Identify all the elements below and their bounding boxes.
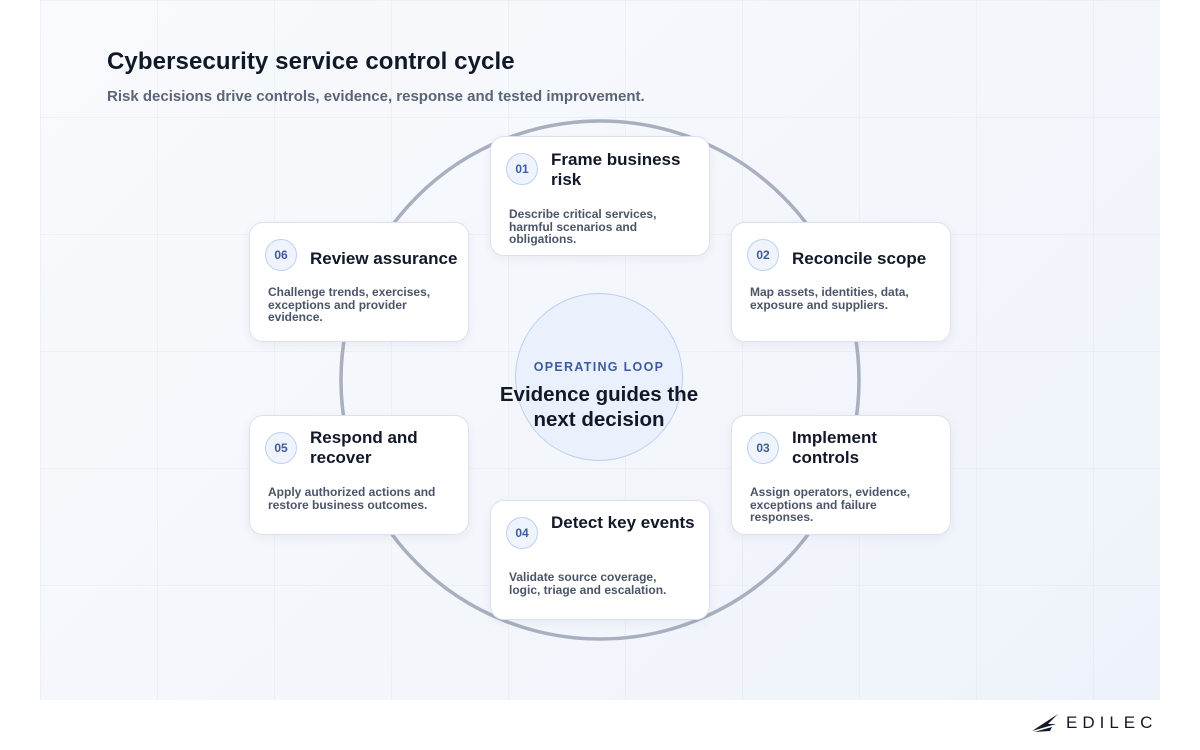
step-title: Reconcile scope	[792, 249, 927, 268]
step-number-badge: 02	[747, 239, 779, 271]
hub-kicker: OPERATING LOOP	[533, 360, 665, 374]
step-description: Assign operators, evidence, exceptions a…	[750, 485, 911, 524]
step-title: Implement controls	[792, 428, 878, 467]
step-description: Describe critical services, harmful scen…	[509, 207, 657, 246]
step-title: Detect key events	[551, 513, 695, 532]
brand-logo: EDILEC	[1030, 710, 1157, 736]
step-card-reconcile-scope: 02 Reconcile scope Map assets, identitie…	[731, 222, 951, 342]
step-title: Respond and recover	[310, 428, 418, 467]
step-number-badge: 01	[506, 153, 538, 185]
step-card-respond-and-recover: 05 Respond and recover Apply authorized …	[249, 415, 469, 535]
brand-name: EDILEC	[1066, 713, 1158, 732]
step-card-detect-key-events: 04 Detect key events Validate source cov…	[490, 500, 710, 620]
step-number-badge: 04	[506, 517, 538, 549]
step-card-frame-business-risk: 01 Frame business risk Describe critical…	[490, 136, 710, 256]
brand-mark-icon	[1032, 714, 1058, 732]
step-number-badge: 06	[265, 239, 297, 271]
step-description: Apply authorized actions and restore bus…	[268, 485, 436, 512]
step-card-implement-controls: 03 Implement controls Assign operators, …	[731, 415, 951, 535]
step-title: Review assurance	[310, 249, 458, 268]
step-number-badge: 03	[747, 432, 779, 464]
step-card-review-assurance: 06 Review assurance Challenge trends, ex…	[249, 222, 469, 342]
step-description: Challenge trends, exercises, exceptions …	[268, 285, 431, 324]
operating-loop-hub: OPERATING LOOP Evidence guides the next …	[500, 293, 698, 461]
step-number-badge: 05	[265, 432, 297, 464]
step-description: Map assets, identities, data, exposure a…	[750, 285, 909, 312]
page-title: Cybersecurity service control cycle	[107, 48, 515, 75]
step-title: Frame business risk	[551, 150, 681, 189]
page-subtitle: Risk decisions drive controls, evidence,…	[107, 88, 645, 105]
step-description: Validate source coverage, logic, triage …	[509, 570, 667, 597]
hub-text: Evidence guides the next decision	[499, 383, 699, 431]
